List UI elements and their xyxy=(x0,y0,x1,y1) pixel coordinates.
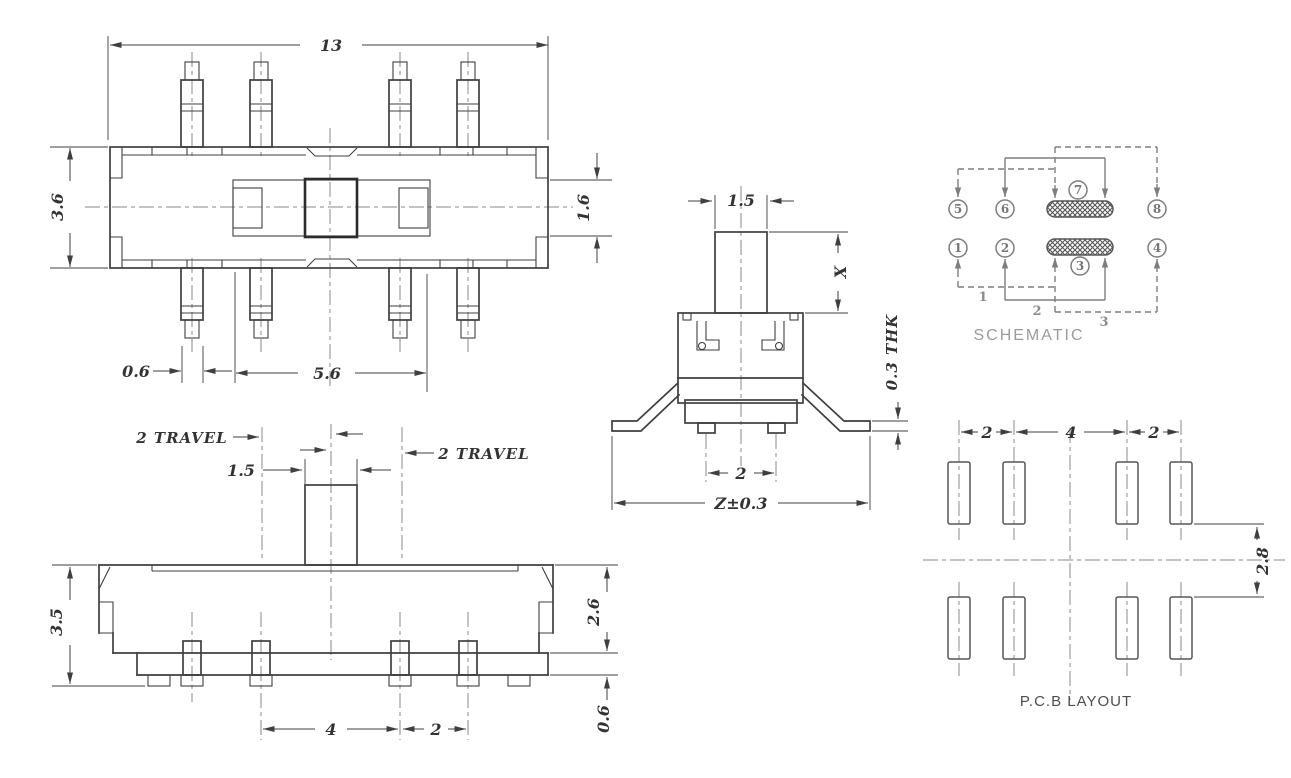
common-contact-upper xyxy=(1046,200,1114,218)
position-label-1: 1 xyxy=(978,290,987,305)
dim-front-body-height: 2.6 xyxy=(584,598,603,627)
gullwing-lead-left xyxy=(611,381,681,432)
dim-top-height: 3.6 xyxy=(48,193,67,221)
dim-travel-right: 2 TRAVEL xyxy=(437,445,529,463)
pin-label-6: 6 xyxy=(1001,202,1009,216)
position-label-2: 2 xyxy=(1032,304,1041,319)
dim-pcb-pitch-left: 2 xyxy=(980,423,992,442)
dim-lead-thickness: 0.3 THK xyxy=(883,314,901,391)
pin-label-8: 8 xyxy=(1153,202,1161,216)
common-contact-lower xyxy=(1046,238,1114,256)
dim-front-pitch-narrow: 2 xyxy=(429,720,441,739)
front-view-centerlines xyxy=(191,424,469,740)
schematic-view: 5 6 7 8 1 2 3 4 1 2 3 SCHEMATIC xyxy=(948,146,1167,344)
dim-pin-span: 5.6 xyxy=(313,364,341,383)
pin-label-7: 7 xyxy=(1074,183,1082,197)
dim-top-slot: 1.6 xyxy=(574,194,593,222)
dim-front-pitch-wide: 4 xyxy=(325,720,336,739)
dim-foot-pitch: 2 xyxy=(734,464,746,483)
pcb-layout-title: P.C.B LAYOUT xyxy=(1020,693,1132,710)
schematic-pin-circles: 5 6 7 8 1 2 3 4 xyxy=(948,180,1167,276)
top-view-lower-terminals xyxy=(180,267,480,339)
dim-pcb-pitch-center: 4 xyxy=(1065,423,1076,442)
pin-label-3: 3 xyxy=(1076,259,1084,273)
pin-label-4: 4 xyxy=(1153,241,1161,255)
front-view-body xyxy=(98,484,554,687)
side-view-body xyxy=(611,231,871,434)
dim-pcb-row-spacing: 2.8 xyxy=(1253,547,1272,576)
dim-front-knob-width: 1.5 xyxy=(227,461,255,480)
side-view: 1.5 X 0.3 THK 2 Z±0.3 xyxy=(611,186,908,513)
schematic-position-labels: 1 2 3 xyxy=(978,290,1108,330)
dim-top-width: 13 xyxy=(320,36,342,55)
dim-pin-width: 0.6 xyxy=(122,362,150,381)
gullwing-lead-right xyxy=(800,381,871,432)
dim-front-height: 3.5 xyxy=(47,608,66,636)
dim-side-knob-width: 1.5 xyxy=(727,191,755,210)
top-view: 13 3.6 1.6 0.6 5.6 xyxy=(48,36,612,392)
dim-side-knob-height: X xyxy=(831,265,850,279)
top-view-dimensions: 13 3.6 1.6 0.6 5.6 xyxy=(48,36,612,392)
pin-label-2: 2 xyxy=(1001,241,1009,255)
schematic-title: SCHEMATIC xyxy=(973,327,1084,344)
side-view-dimensions: 1.5 X 0.3 THK 2 Z±0.3 xyxy=(611,191,908,513)
pin-label-1: 1 xyxy=(954,241,962,255)
pcb-layout-view: 2 4 2 2.8 P.C.B LAYOUT xyxy=(923,420,1285,710)
dim-travel-left: 2 TRAVEL xyxy=(135,429,227,447)
slider-knob-top xyxy=(303,177,359,239)
dim-front-foot: 0.6 xyxy=(594,705,613,733)
pcb-pads xyxy=(947,461,1193,660)
dim-overall-width: Z±0.3 xyxy=(714,494,768,513)
top-view-centerlines xyxy=(85,52,573,388)
pcb-dimensions: 2 4 2 2.8 xyxy=(961,423,1272,598)
front-view-dimensions: 2 TRAVEL 2 TRAVEL 1.5 3.5 2.6 0.6 4 xyxy=(47,429,618,739)
position-label-3: 3 xyxy=(1099,315,1108,330)
schematic-wiring xyxy=(954,146,1161,313)
pcb-centerlines xyxy=(923,420,1285,700)
dim-pcb-pitch-right: 2 xyxy=(1147,423,1159,442)
top-view-body xyxy=(109,146,549,269)
front-view: 2 TRAVEL 2 TRAVEL 1.5 3.5 2.6 0.6 4 xyxy=(47,424,618,740)
pin-label-5: 5 xyxy=(954,202,962,216)
